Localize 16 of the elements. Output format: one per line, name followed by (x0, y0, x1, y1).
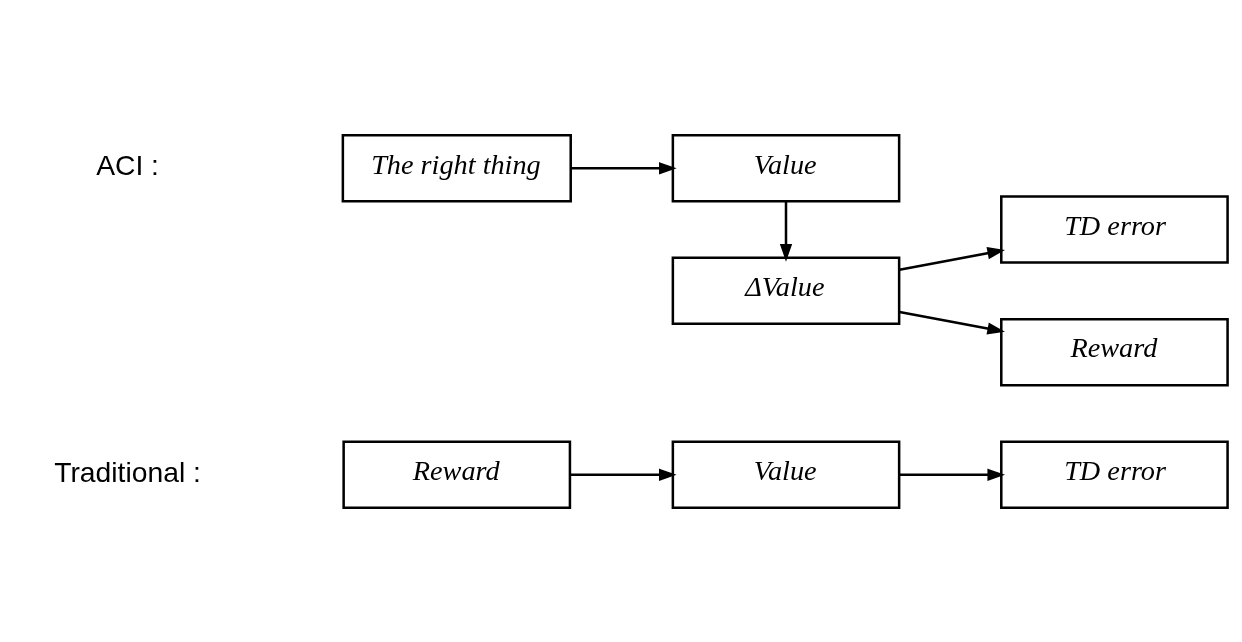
node-box: Reward (342, 439, 572, 509)
arrow (571, 161, 677, 174)
arrow (779, 201, 793, 262)
label: Traditional : (54, 455, 201, 488)
arrow (899, 310, 1005, 335)
node-box: Reward (1000, 317, 1229, 386)
label: ACI : (96, 148, 159, 181)
node-box: TD error (1000, 194, 1229, 264)
arrow (570, 468, 677, 481)
node-box: TD error (1000, 439, 1229, 509)
node-box: Value (671, 439, 901, 509)
arrow (899, 246, 1005, 271)
node-box: Value (671, 133, 901, 203)
node-box: The right thing (341, 133, 572, 203)
node-box: ΔValue (671, 256, 901, 325)
arrow (899, 468, 1006, 481)
